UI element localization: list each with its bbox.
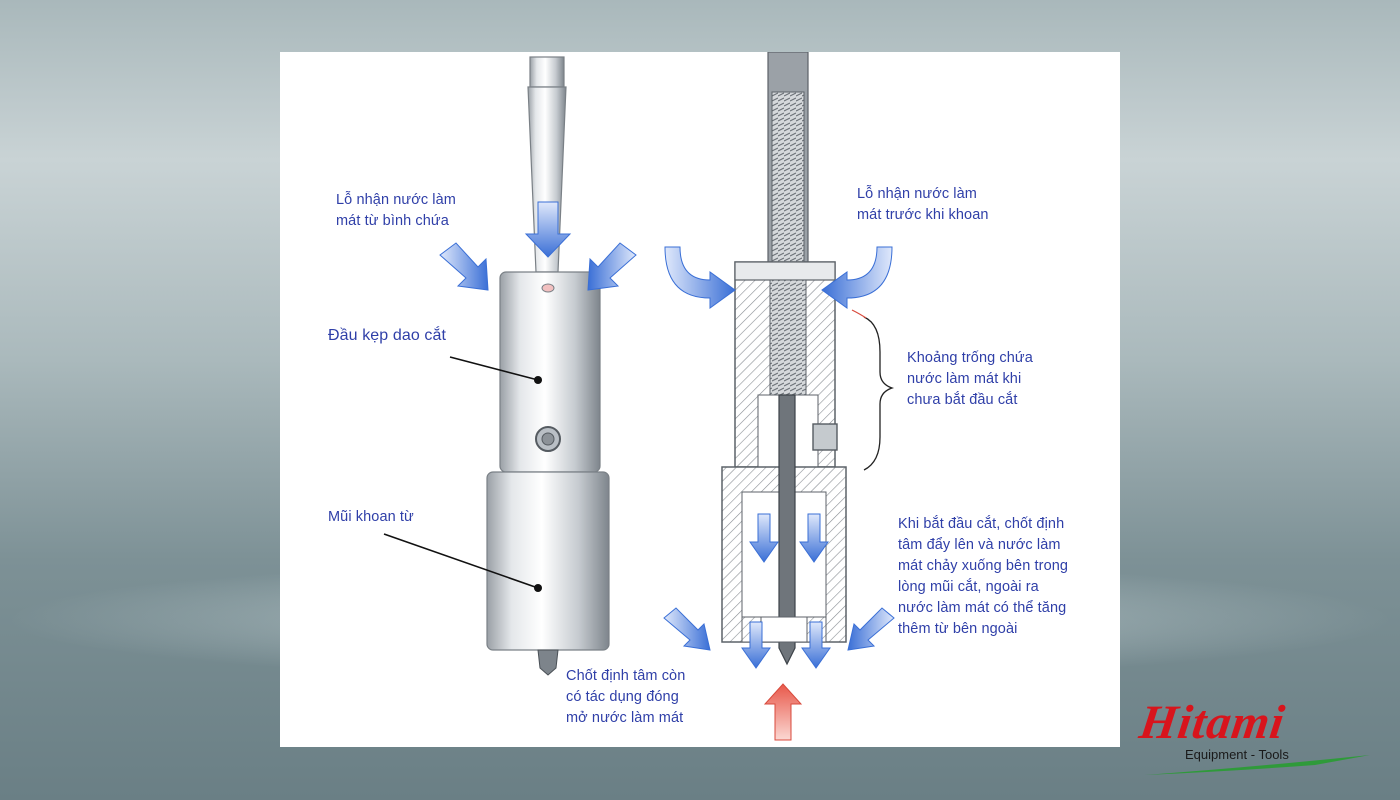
hitami-logo: Hitami Equipment - Tools <box>1135 695 1375 785</box>
spring-cavity <box>769 279 807 396</box>
label-clamp-head: Đầu kẹp dao cắt <box>328 327 447 344</box>
external-arrow-left <box>663 607 711 651</box>
coolant-arrow-diag-right <box>587 242 637 291</box>
label-pilot-pin: Chốt định tâm còn có tác dụng đóng mở nư… <box>566 668 686 726</box>
label-drill-bit: Mũi khoan từ <box>328 509 414 525</box>
label-left-inlet: Lỗ nhận nước làm mát từ bình chứa <box>336 192 456 229</box>
logo-swoosh <box>1145 755 1370 775</box>
flow-arrow-inner-1 <box>749 513 779 563</box>
coolant-arrow-curved-left <box>664 246 736 309</box>
pilot-pin-tip <box>537 649 559 676</box>
coolant-arrow-down <box>524 201 572 258</box>
diagram-illustration <box>383 52 895 741</box>
inlet-hole <box>541 283 555 293</box>
flow-arrow-bottom-1 <box>741 621 771 669</box>
label-right-inlet: Lỗ nhận nước làm mát trước khi khoan <box>857 186 989 223</box>
pilot-pin-section <box>778 394 796 666</box>
reservoir-brace <box>863 316 895 471</box>
push-up-arrow <box>763 683 803 741</box>
coolant-arrow-diag-left <box>439 242 489 291</box>
label-cutting-flow: Khi bắt đầu cắt, chốt định tâm đẩy lên v… <box>898 516 1069 637</box>
section-view-tool <box>663 52 895 741</box>
drill-bit-body <box>486 471 610 651</box>
label-reservoir: Khoảng trống chứa nước làm mát khi chưa … <box>907 350 1033 408</box>
logo-tagline: Equipment - Tools <box>1185 747 1289 762</box>
diagram-panel: Lỗ nhận nước làm mát từ bình chứa Đầu kẹ… <box>280 52 1120 747</box>
external-view-tool <box>383 56 637 676</box>
flow-arrow-inner-2 <box>799 513 829 563</box>
side-screw <box>812 423 838 451</box>
external-arrow-right <box>847 607 895 651</box>
shank-top <box>529 56 565 88</box>
flow-arrow-bottom-2 <box>801 621 831 669</box>
coolant-arrow-curved-right <box>821 246 893 309</box>
